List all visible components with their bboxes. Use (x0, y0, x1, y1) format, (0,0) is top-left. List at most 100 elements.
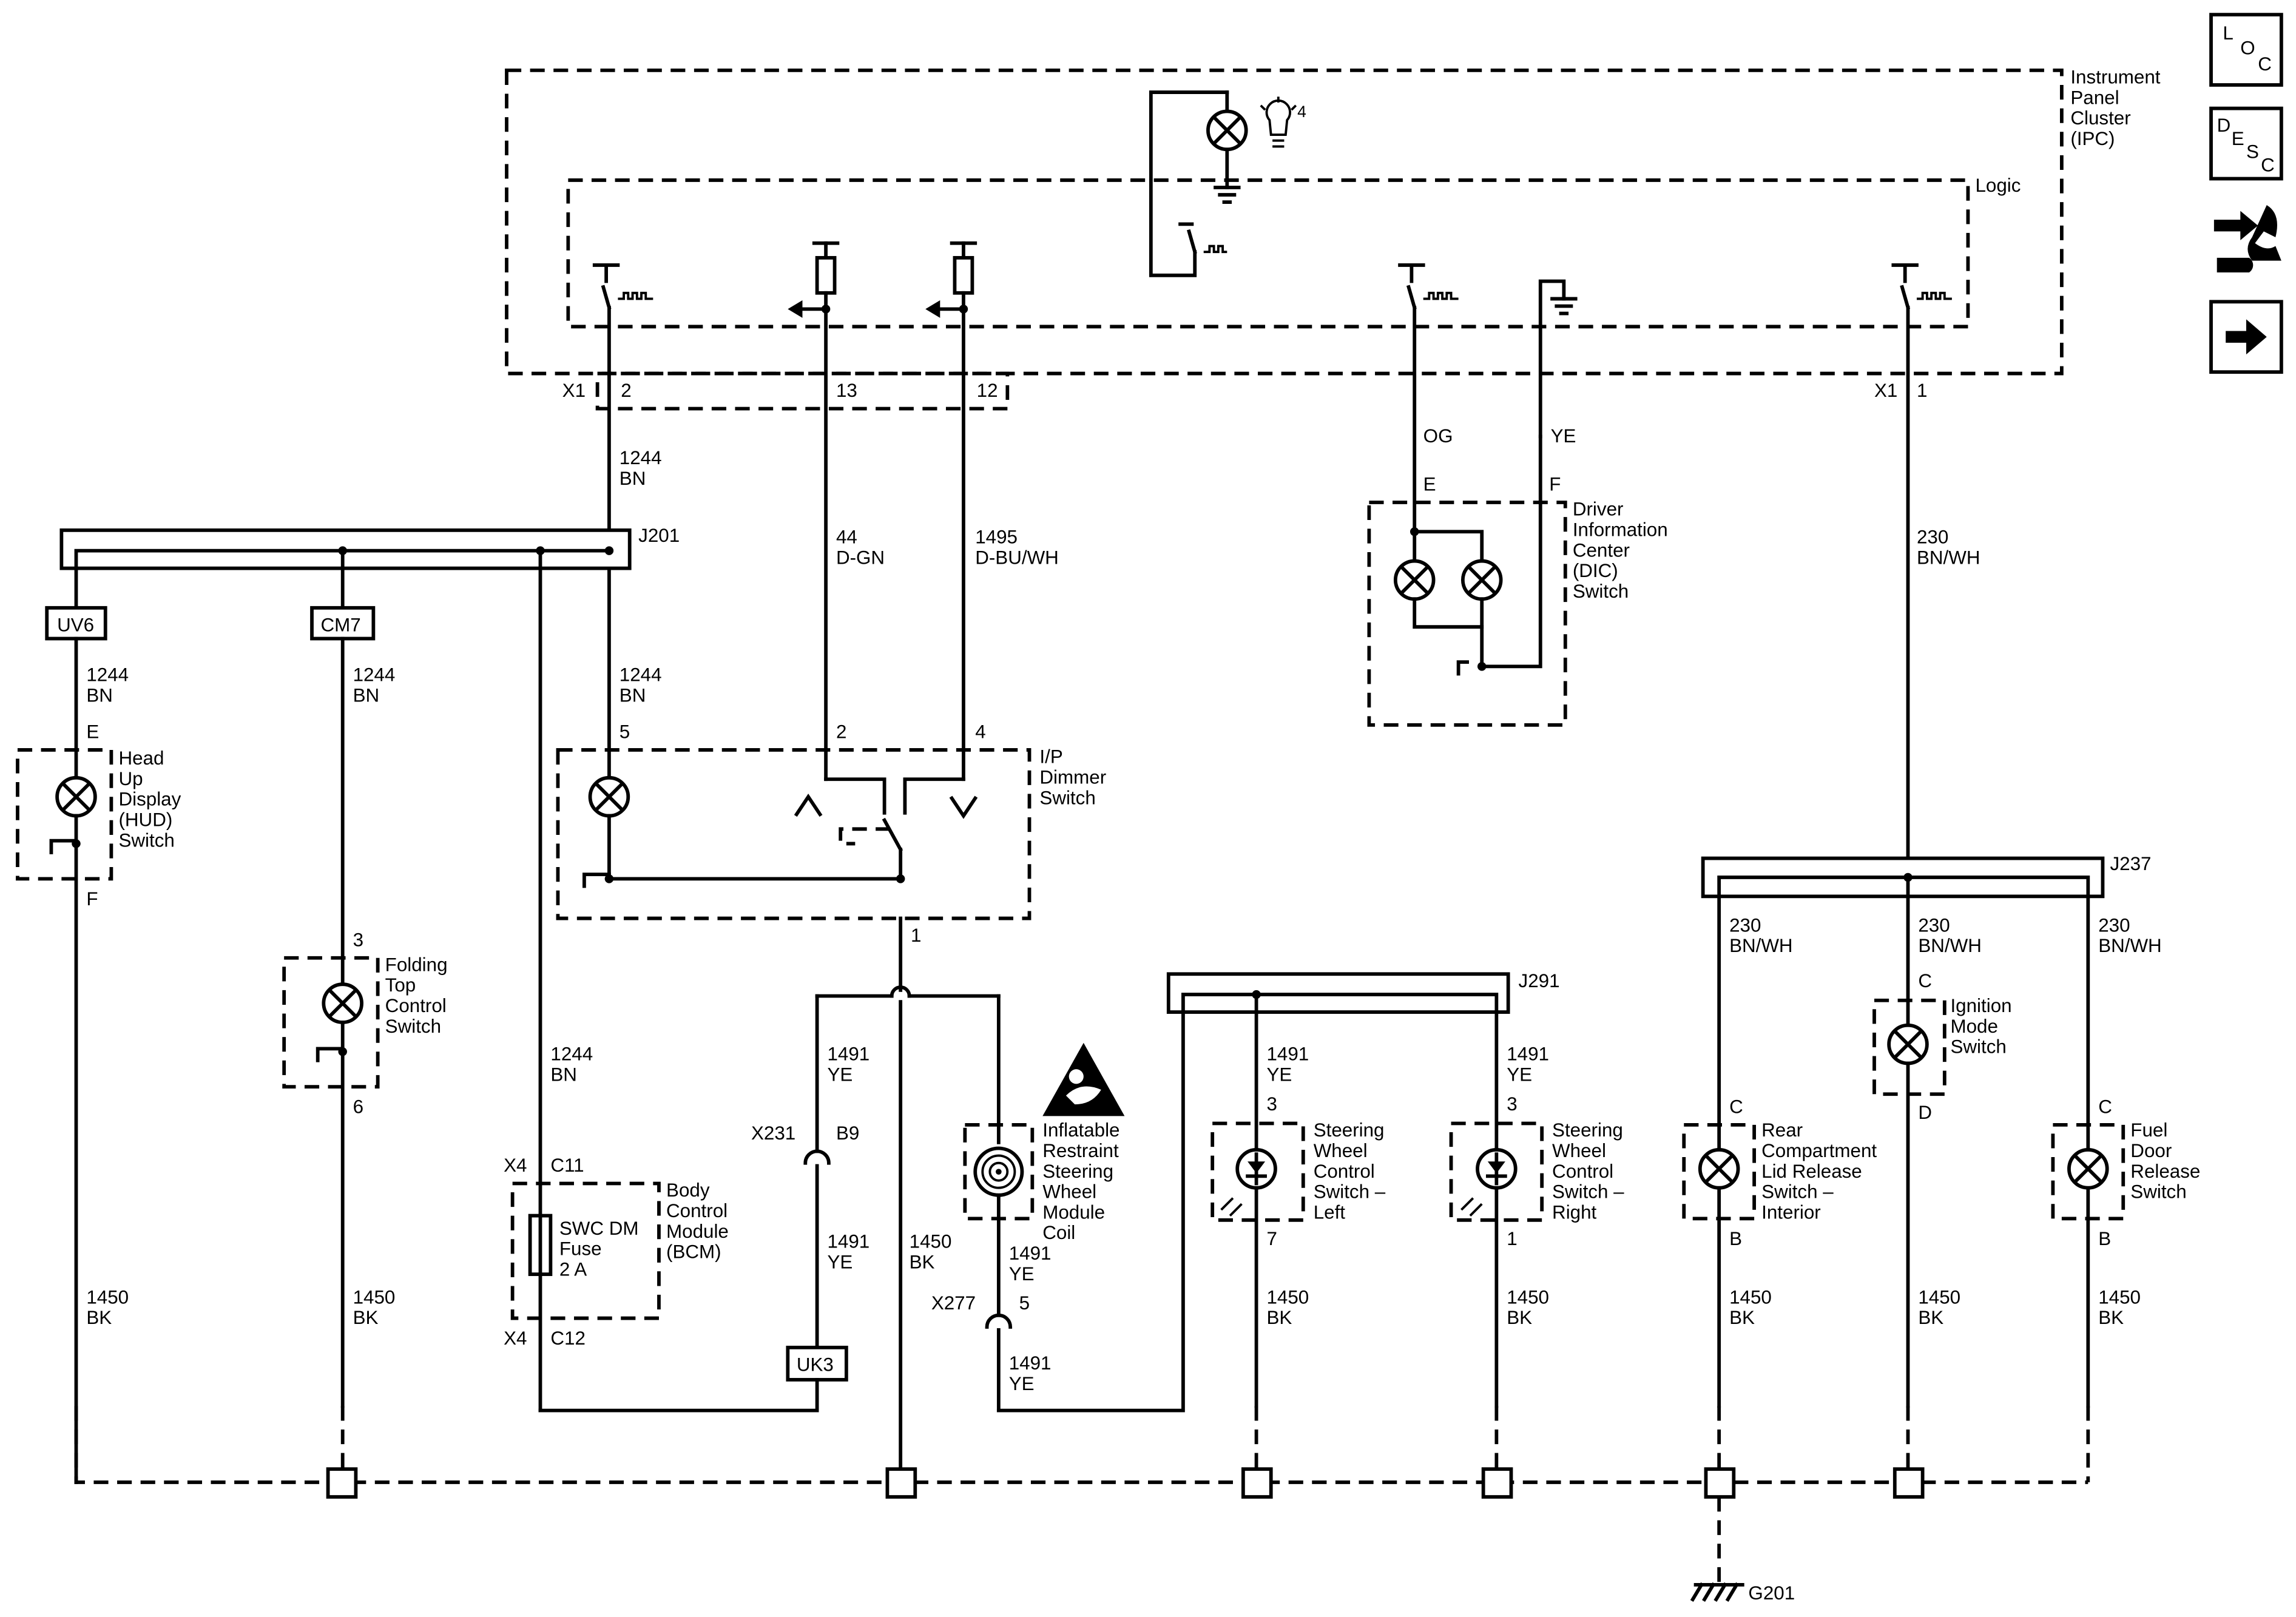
wire-230-rear-color: BN/WH (1729, 935, 1793, 956)
swr-label-4: Switch – (1552, 1181, 1624, 1203)
bcm-label-2: Control (666, 1200, 728, 1221)
next-page-button[interactable] (2209, 300, 2283, 374)
dimmer-label-2: Dimmer (1039, 766, 1106, 788)
wire-1450-fold-color: BK (353, 1307, 379, 1328)
bcm-module (510, 1181, 661, 1320)
fuse-label-1: SWC DM (559, 1218, 639, 1239)
wire-1450-swr-color: BK (1507, 1307, 1532, 1328)
bcm-label-3: Module (666, 1221, 729, 1242)
wire-1450-fold-num: 1450 (353, 1286, 396, 1308)
coil-label-4: Wheel (1042, 1181, 1096, 1203)
swr-pin-1: 1 (1507, 1228, 1517, 1249)
x1-connector (595, 371, 1010, 411)
x1-label-right: X1 (1874, 380, 1897, 401)
loc-letter-l: L (2223, 22, 2233, 44)
bcm-x4-top: X4 (504, 1155, 527, 1176)
bcm-label-1: Body (666, 1180, 710, 1201)
bulb-icon (1260, 96, 1297, 148)
desc-letter-d: D (2217, 115, 2231, 136)
swl-label-1: Steering (1314, 1119, 1385, 1141)
fuel-pin-c: C (2098, 1096, 2112, 1118)
wire-1450-rear-color: BK (1729, 1307, 1755, 1328)
wire-1450-dim-num: 1450 (910, 1231, 952, 1252)
logic-ground-icon (1550, 297, 1578, 316)
dimmer-label-3: Switch (1039, 787, 1095, 808)
wire-hud-1244-color: BN (86, 684, 113, 706)
logic-switch-x1-1-icon (1891, 263, 1952, 310)
wire-1491-c-color: YE (1009, 1263, 1035, 1284)
x1-label-left: X1 (562, 380, 586, 401)
pin-x1-2: 2 (621, 380, 631, 401)
wire-1491-r-num: 1491 (1507, 1044, 1549, 1065)
wire-230-rear-num: 230 (1729, 914, 1761, 936)
connector-x277-icon (985, 1313, 1013, 1329)
wire-230-fuel-color: BN/WH (2098, 935, 2162, 956)
swr-label-1: Steering (1552, 1119, 1623, 1141)
wire-230-fuel-num: 230 (2098, 914, 2130, 936)
ground-icon (1214, 186, 1241, 204)
wire-1450-rear-num: 1450 (1729, 1286, 1772, 1308)
wire-og: OG (1423, 425, 1453, 447)
wire-1450-ign-num: 1450 (1918, 1286, 1960, 1308)
led-ray-icon (1220, 1197, 1234, 1211)
wire-cm7-1244-num: 1244 (353, 664, 396, 685)
bcm-label-4: (BCM) (666, 1241, 721, 1263)
ipc-label-3: Cluster (2070, 107, 2130, 129)
wire-230-ign-num: 230 (1918, 914, 1950, 936)
dic-label-5: Switch (1573, 581, 1629, 602)
pin-x1-13: 13 (836, 380, 857, 401)
loc-button[interactable]: L O C (2209, 13, 2283, 87)
coil-label-2: Restraint (1042, 1140, 1119, 1161)
pwm-switch-icon (1178, 222, 1227, 254)
wire-hud-1244-num: 1244 (86, 664, 129, 685)
wire-1495-num: 1495 (975, 527, 1018, 548)
fuel-label-3: Release (2130, 1161, 2200, 1182)
folding-label-4: Switch (385, 1016, 441, 1037)
dic-lamp-2-icon (1460, 559, 1503, 601)
ground-g201: G201 (1748, 1582, 1795, 1604)
ign-label-1: Ignition (1950, 995, 2011, 1016)
dic-label-4: (DIC) (1573, 560, 1618, 581)
splice-pack-icon (885, 1467, 917, 1499)
wire-1491-l-num: 1491 (1266, 1044, 1309, 1065)
wire-1491-l-color: YE (1266, 1064, 1292, 1085)
folding-label-1: Folding (385, 954, 448, 975)
pullup-resistor-13-icon (788, 241, 840, 318)
wire-1450-hud-num: 1450 (86, 1286, 129, 1308)
coil-label-6: Coil (1042, 1222, 1075, 1243)
ipc-label-4: (IPC) (2070, 128, 2115, 149)
splice-j291-label: J291 (1519, 970, 1560, 991)
desc-letter-c: C (2261, 154, 2275, 175)
ipc-label-2: Panel (2070, 87, 2119, 108)
arrow-right-icon (2226, 319, 2267, 355)
ign-pin-c: C (1918, 970, 1932, 991)
connector-tools-icon[interactable] (2213, 204, 2281, 272)
bulb-note-4: 4 (1297, 103, 1306, 121)
up-arrow-icon (794, 793, 823, 817)
rear-pin-b: B (1729, 1228, 1742, 1249)
bcm-pin-c12: C12 (550, 1328, 586, 1349)
wire-44-color: D-GN (836, 547, 885, 568)
rear-label-1: Rear (1761, 1119, 1803, 1141)
desc-button[interactable]: D E S C (2209, 106, 2283, 181)
ipc-backlight-lamp-icon (1206, 109, 1248, 152)
fuse-label-2: Fuse (559, 1238, 602, 1260)
connector-x231: X231 (751, 1122, 795, 1144)
hud-label-2: Up (118, 768, 143, 789)
wire-1450-swl-num: 1450 (1266, 1286, 1309, 1308)
swl-label-2: Wheel (1314, 1140, 1368, 1161)
splice-j237-label: J237 (2110, 853, 2152, 874)
folding-top-switch (282, 956, 380, 1408)
ipc-module: Instrument Panel Cluster (IPC) Logic 4 (505, 67, 2161, 439)
wire-1244-top-color: BN (620, 468, 646, 489)
wire-bcm-1244-num: 1244 (550, 1044, 593, 1065)
loc-letter-o: O (2240, 37, 2255, 58)
wire-230-ign-color: BN/WH (1918, 935, 1982, 956)
dimmer-pin-1: 1 (911, 925, 921, 946)
dimmer-lamp-contact-icon (582, 873, 611, 888)
hud-label-4: (HUD) (118, 809, 172, 830)
dic-lamp-1-icon (1393, 559, 1436, 601)
rear-pin-c: C (1729, 1096, 1743, 1118)
wire-1491-c-num: 1491 (1009, 1243, 1052, 1264)
